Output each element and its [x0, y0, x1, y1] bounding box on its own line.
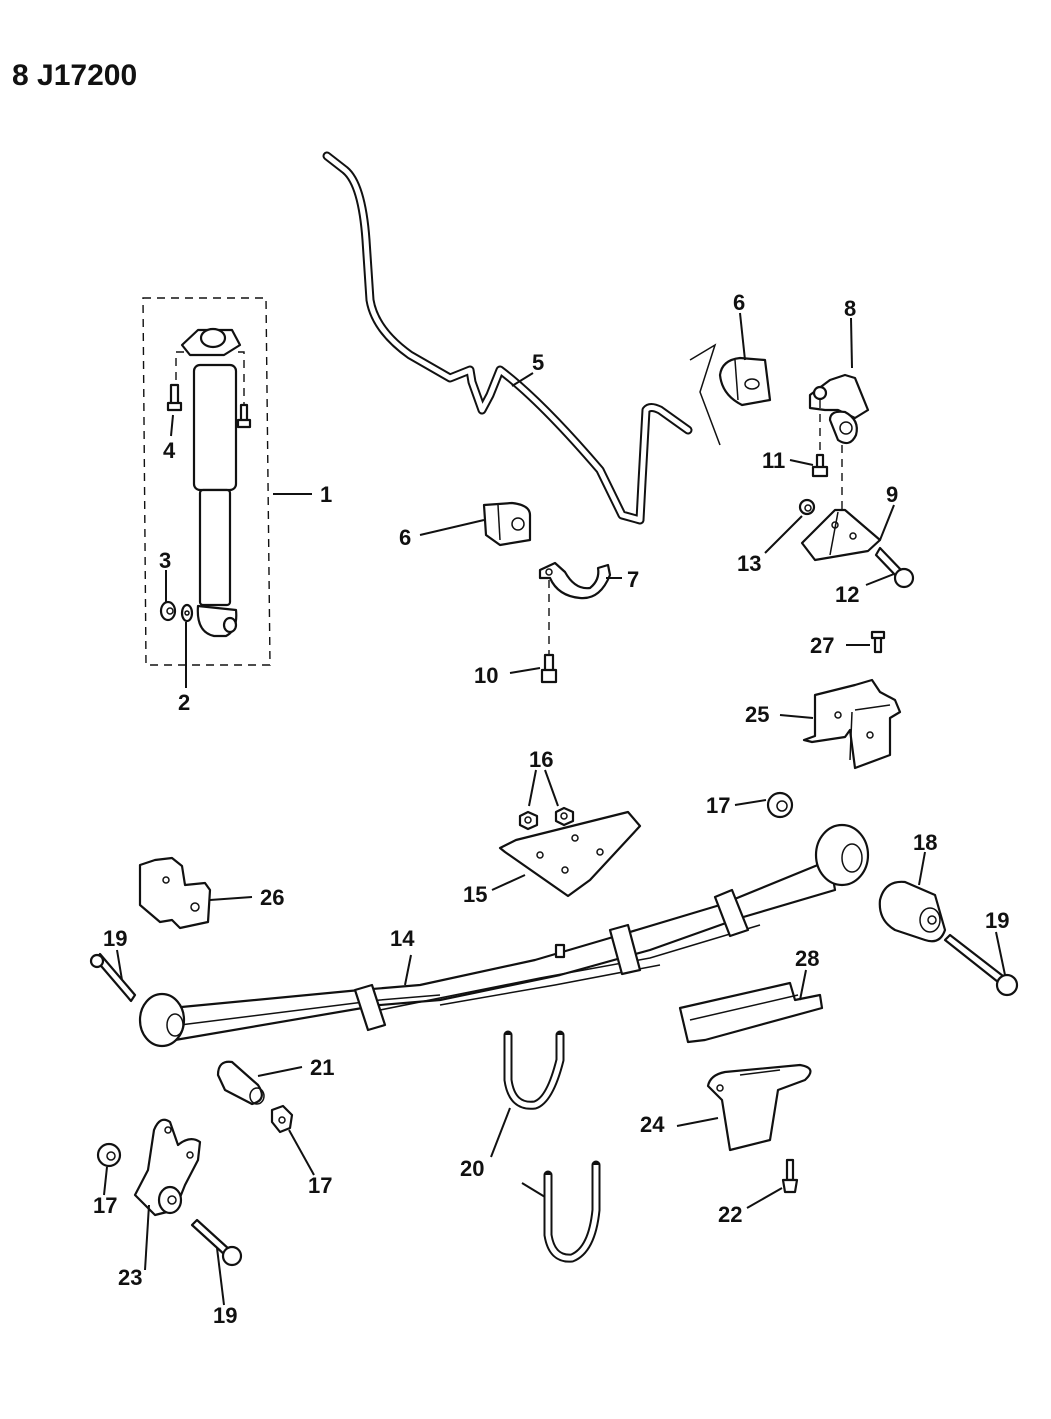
callout-20: 20 [460, 1156, 484, 1181]
callout-3: 3 [159, 548, 171, 573]
callout-26: 26 [260, 885, 284, 910]
callout-6a: 6 [399, 525, 411, 550]
callout-19b: 19 [985, 908, 1009, 933]
bolt-27[interactable] [870, 630, 886, 654]
callout-13: 13 [737, 551, 761, 576]
bolt-4b[interactable] [236, 403, 252, 429]
bolt-19c[interactable] [190, 1218, 243, 1267]
shackle-23[interactable] [133, 1118, 202, 1217]
hanger-26[interactable] [138, 856, 212, 930]
screw-22[interactable] [781, 1158, 799, 1194]
callout-24: 24 [640, 1112, 665, 1137]
callout-9: 9 [886, 482, 898, 507]
spring-plate-15[interactable] [498, 810, 642, 898]
callout-19a: 19 [103, 926, 127, 951]
nut-16a[interactable] [518, 810, 539, 831]
u-bolt-20b[interactable] [543, 1160, 601, 1263]
callout-22: 22 [718, 1202, 742, 1227]
callout-7: 7 [627, 567, 639, 592]
bolt-10[interactable] [540, 653, 558, 684]
bracket-25[interactable] [802, 678, 902, 770]
callout-12: 12 [835, 582, 859, 607]
callout-labels: 1 2 3 4 5 6 6 7 8 9 10 11 12 13 14 15 16… [93, 290, 1009, 1328]
stabilizer-bushing-6a[interactable] [718, 356, 772, 407]
bolt-4a[interactable] [166, 383, 183, 412]
callout-10: 10 [474, 663, 498, 688]
callout-25: 25 [745, 702, 769, 727]
callout-2: 2 [178, 690, 190, 715]
callout-21: 21 [310, 1055, 334, 1080]
bushing-18[interactable] [878, 880, 947, 943]
callout-17c: 17 [93, 1193, 117, 1218]
bolt-19a[interactable] [943, 933, 1019, 997]
callout-4: 4 [163, 438, 176, 463]
nut-17c[interactable] [96, 1142, 122, 1168]
callout-16: 16 [529, 747, 553, 772]
washer-2[interactable] [180, 603, 194, 623]
break-symbol [689, 343, 721, 446]
u-bolt-20a[interactable] [503, 1030, 565, 1110]
bushing-21[interactable] [216, 1060, 265, 1106]
nut-17b[interactable] [270, 1104, 294, 1134]
leaf-spring-14[interactable] [138, 823, 870, 1048]
bolt-11[interactable] [811, 453, 829, 478]
callout-8: 8 [844, 296, 856, 321]
stabilizer-bar[interactable] [322, 151, 721, 525]
nut-13[interactable] [798, 498, 816, 516]
bracket-9[interactable] [800, 508, 882, 562]
callout-19c: 19 [213, 1303, 237, 1328]
shock-absorber[interactable] [180, 327, 242, 638]
callout-23: 23 [118, 1265, 142, 1290]
callout-5: 5 [532, 350, 544, 375]
callout-6b: 6 [733, 290, 745, 315]
callout-14: 14 [390, 926, 415, 951]
nut-17a[interactable] [766, 791, 794, 819]
bushing-clamp-7[interactable] [538, 561, 612, 600]
callout-17b: 17 [308, 1173, 332, 1198]
nut-16b[interactable] [554, 806, 575, 827]
bolt-12[interactable] [874, 546, 915, 589]
link-clamp-8[interactable] [808, 373, 870, 445]
callout-27: 27 [810, 633, 834, 658]
callout-15: 15 [463, 882, 487, 907]
shock-absorber-group [142, 297, 312, 688]
nut-3[interactable] [159, 600, 177, 622]
bolt-19b[interactable] [89, 952, 137, 1003]
stabilizer-bushing-6b[interactable] [482, 501, 532, 547]
callout-18: 18 [913, 830, 937, 855]
callout-28: 28 [795, 946, 819, 971]
callout-17a: 17 [706, 793, 730, 818]
assembly-boundary [142, 297, 271, 666]
callout-1: 1 [320, 482, 332, 507]
spacer-28[interactable] [678, 981, 824, 1044]
bumper-24[interactable] [706, 1063, 812, 1152]
diagram-code: 8 J17200 [12, 59, 137, 92]
callout-11: 11 [762, 448, 785, 473]
